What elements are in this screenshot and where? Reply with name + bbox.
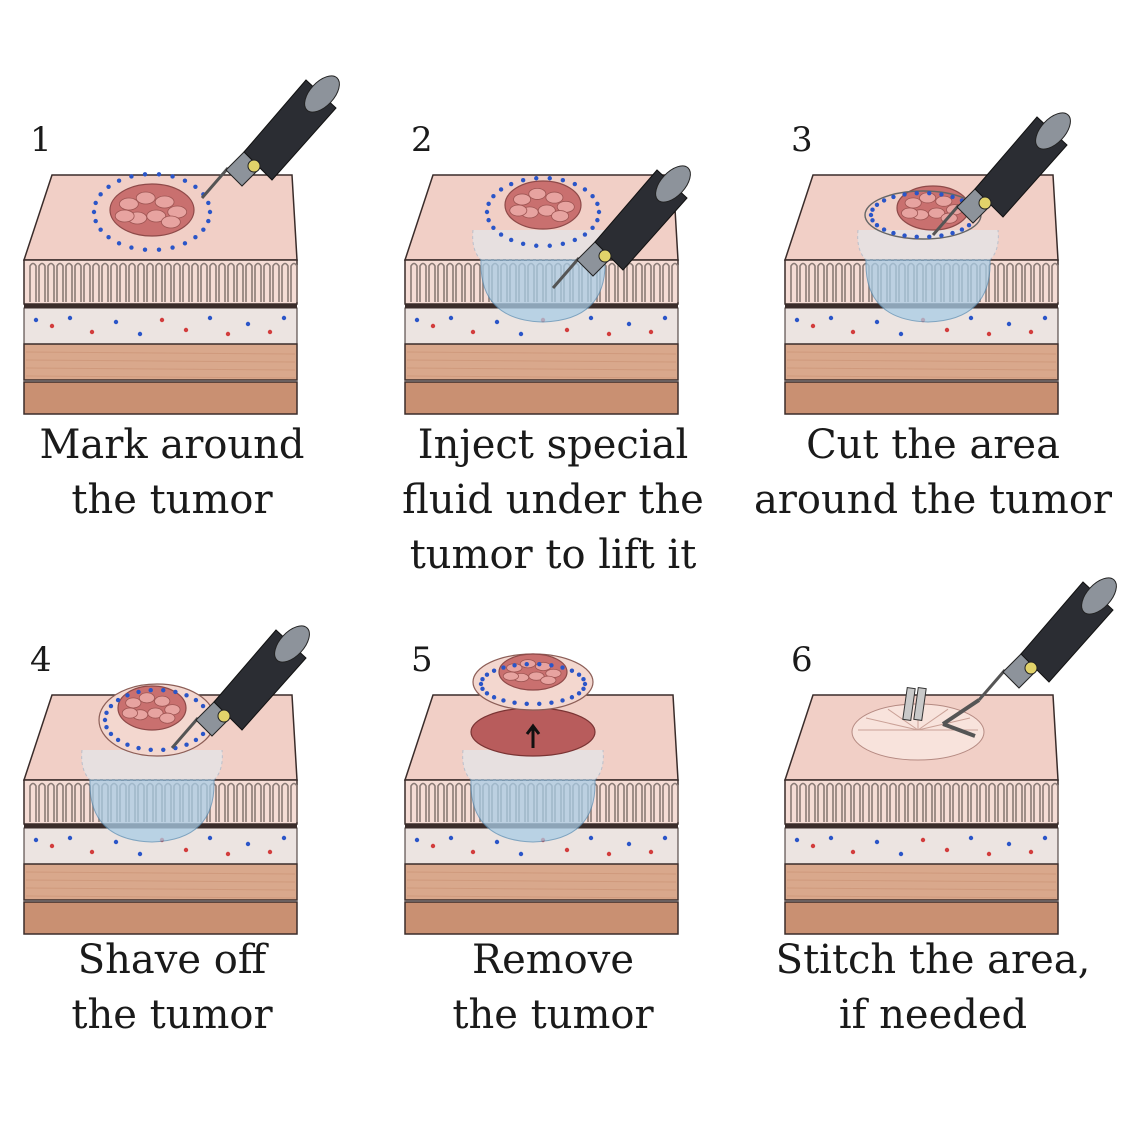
step-1-illustration xyxy=(22,75,340,415)
muscle-layer-outer xyxy=(23,901,298,935)
muscle-layer-outer xyxy=(784,381,1059,415)
lift-arrow-icon xyxy=(525,723,541,748)
step-5-number: 5 xyxy=(411,640,433,680)
vessel-dots xyxy=(33,315,287,337)
vessel-dots xyxy=(414,835,668,857)
clip-icon xyxy=(902,687,916,721)
muscle-layer-outer xyxy=(404,901,679,935)
vessel-dots xyxy=(33,835,287,857)
tumor xyxy=(109,183,195,237)
step-5-illustration xyxy=(403,653,679,935)
step-panel-4: 4 Shave off the tumor xyxy=(22,625,322,1140)
muscle-layer-outer xyxy=(784,901,1059,935)
vessel-dots xyxy=(794,835,1048,857)
lift-fluid xyxy=(480,259,606,323)
step-2-caption-line-2: fluid under the xyxy=(402,477,704,523)
fluid-dome xyxy=(462,749,604,781)
tissue-block xyxy=(22,174,298,415)
step-4-caption-line-2: the tumor xyxy=(71,992,273,1038)
step-2-caption: Inject special fluid under the tumor to … xyxy=(373,418,733,583)
step-4-caption: Shave off the tumor xyxy=(0,933,352,1043)
submucosa-layer xyxy=(784,827,1059,865)
fluid-dome xyxy=(857,229,999,261)
step-2-number: 2 xyxy=(411,120,433,160)
fluid-dome xyxy=(81,749,223,781)
step-1-caption: Mark around the tumor xyxy=(0,418,352,528)
lift-fluid xyxy=(865,259,991,323)
tumor xyxy=(498,653,568,691)
step-6-illustration xyxy=(783,577,1117,935)
step-2-caption-line-3: tumor to lift it xyxy=(409,532,697,578)
step-4-number: 4 xyxy=(30,640,52,680)
submucosa-layer xyxy=(23,307,298,345)
step-2-caption-line-1: Inject special xyxy=(417,422,689,468)
lift-fluid xyxy=(470,779,596,843)
tumor xyxy=(117,685,187,731)
step-6-number: 6 xyxy=(791,640,813,680)
step-4-caption-line-1: Shave off xyxy=(77,937,267,983)
step-3-number: 3 xyxy=(791,120,813,160)
clip-icon xyxy=(913,687,927,721)
gland-pattern xyxy=(790,782,1059,822)
mucosa-layer xyxy=(23,259,298,305)
endoscopic-resection-diagram: 1 Mark around the tumor 2 Inject special… xyxy=(22,75,1117,1038)
mucosa-layer xyxy=(784,779,1059,825)
step-3-caption: Cut the area around the tumor xyxy=(753,418,1113,528)
endoscope-icon xyxy=(200,75,340,199)
step-5-caption-line-1: Remove xyxy=(471,937,635,983)
step-5-caption: Remove the tumor xyxy=(373,933,733,1043)
marker-dots xyxy=(102,688,212,752)
step-6-caption-line-2: if needed xyxy=(838,992,1028,1038)
marker-dots xyxy=(484,176,602,248)
step-panel-5: 5 Remove the tumor xyxy=(403,640,703,1140)
vessel-dots xyxy=(414,315,668,337)
endoscope-icon xyxy=(551,165,691,289)
step-6-caption-line-1: Stitch the area, xyxy=(775,937,1091,983)
tumor xyxy=(504,180,582,230)
clip-applicator-icon xyxy=(941,698,981,738)
muscle-layer-outer xyxy=(404,381,679,415)
step-3-illustration xyxy=(783,112,1071,415)
step-3-caption-line-1: Cut the area xyxy=(806,422,1060,468)
step-1-caption-line-1: Mark around xyxy=(39,422,305,468)
step-panel-2: 2 Inject special fluid under the tumor t… xyxy=(402,120,704,620)
endoscope-icon xyxy=(977,577,1117,701)
marker-dots xyxy=(478,661,588,707)
step-5-caption-line-2: the tumor xyxy=(452,992,654,1038)
step-6-caption: Stitch the area, if needed xyxy=(753,933,1113,1043)
endoscope-icon xyxy=(170,625,310,749)
endoscope-icon xyxy=(931,112,1071,236)
muscle-layer-outer xyxy=(23,381,298,415)
step-panel-6: 6 Stitch the area, if needed xyxy=(776,577,1117,1140)
step-1-caption-line-2: the tumor xyxy=(71,477,273,523)
gland-pattern xyxy=(29,262,298,302)
step-2-illustration xyxy=(403,165,691,415)
step-panel-1: 1 Mark around the tumor xyxy=(22,75,340,620)
marker-dots xyxy=(91,172,213,252)
lift-fluid xyxy=(89,779,215,843)
step-1-number: 1 xyxy=(30,120,52,160)
step-4-illustration xyxy=(22,625,310,935)
step-3-caption-line-2: around the tumor xyxy=(753,477,1113,523)
step-panel-3: 3 Cut the area around the tumor xyxy=(754,112,1112,620)
